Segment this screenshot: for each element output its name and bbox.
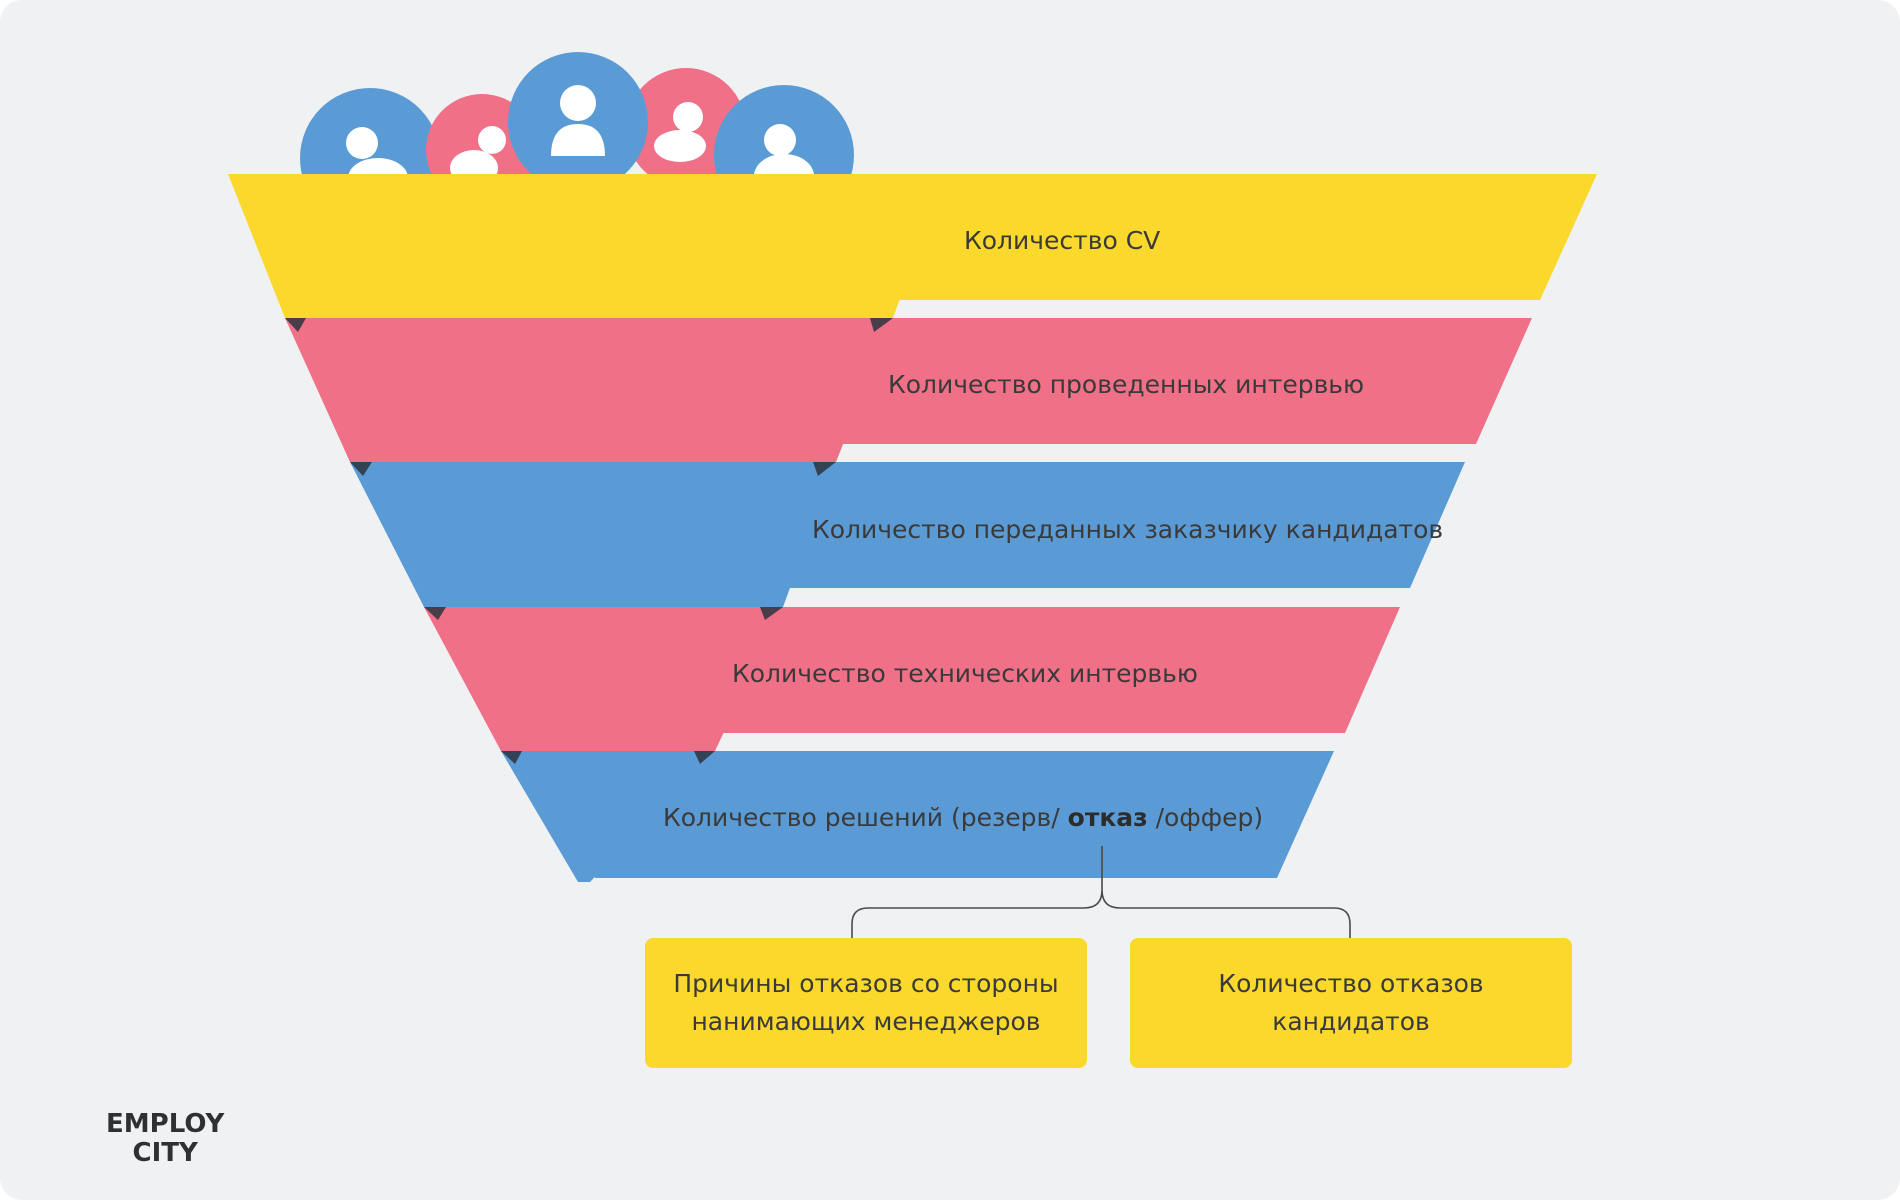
- funnel-segment-2: [285, 318, 893, 462]
- stage-label-cv: Количество CV: [964, 226, 1161, 255]
- band-1: [895, 174, 1597, 300]
- decisions-label-start: Количество решений (резерв/: [663, 803, 1068, 832]
- funnel-segment-3: [350, 462, 836, 607]
- band-2: [820, 318, 1532, 444]
- funnel-segment-5: [501, 751, 715, 882]
- outcome-box-line2: нанимающих менеджеров: [691, 1007, 1041, 1036]
- logo-line2: CITY: [132, 1138, 198, 1168]
- band-5: [595, 751, 1334, 878]
- outcome-box-line1: Причины отказов со стороны: [673, 969, 1059, 998]
- funnel-segment-1: [228, 174, 944, 318]
- outcome-box-rejection-reasons: Причины отказов со стороны нанимающих ме…: [645, 938, 1087, 1068]
- stage-label-candidates-sent: Количество переданных заказчику кандидат…: [812, 515, 1444, 544]
- person-icon: [300, 88, 440, 176]
- bracket-connector: [851, 846, 1351, 938]
- decisions-label-bold: отказ: [1067, 803, 1148, 832]
- people-icons: [300, 52, 854, 176]
- employcity-logo: EMPLOY CITY: [106, 1110, 224, 1168]
- outcome-box-candidate-rejections: Количество отказов кандидатов: [1130, 938, 1572, 1068]
- decisions-label-end: /оффер): [1147, 803, 1264, 832]
- band-3: [745, 462, 1465, 588]
- band-4: [665, 607, 1400, 733]
- funnel-segment-4: [424, 607, 783, 751]
- stage-label-decisions: Количество решений (резерв/ отказ /оффер…: [663, 805, 1263, 830]
- stage-label-technical-interviews: Количество технических интервью: [732, 659, 1198, 688]
- person-icon: [508, 52, 648, 176]
- logo-line1: EMPLOY: [106, 1109, 225, 1139]
- stage-label-interviews: Количество проведенных интервью: [888, 370, 1365, 399]
- person-icon: [714, 85, 854, 176]
